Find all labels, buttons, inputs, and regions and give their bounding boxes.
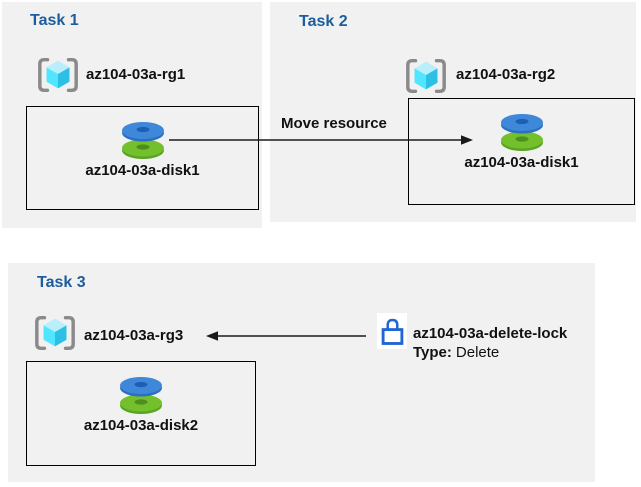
lock-icon-background <box>377 313 407 349</box>
lock-type-line: Type:Delete <box>413 344 499 361</box>
lock-type-value: Delete <box>455 344 500 361</box>
task3-resource-box: az104-03a-disk2 <box>26 361 256 466</box>
task2-disk-label: az104-03a-disk1 <box>464 154 579 171</box>
task1-panel <box>2 2 262 228</box>
move-resource-label: Move resource <box>281 115 387 132</box>
move-resource-arrow <box>169 135 473 145</box>
lock-arrow <box>206 331 366 341</box>
lock-icon <box>381 318 403 345</box>
resource-group-icon <box>38 57 78 93</box>
lock-name-label: az104-03a-delete-lock <box>413 325 568 342</box>
task1-resource-group-label: az104-03a-rg1 <box>86 66 186 83</box>
task2-panel <box>270 2 636 222</box>
disk-icon <box>500 114 543 151</box>
task3-disk-label: az104-03a-disk2 <box>83 417 199 434</box>
task3-title: Task 3 <box>37 274 86 291</box>
disk-icon <box>120 377 162 414</box>
task1-title: Task 1 <box>30 12 79 29</box>
task2-title: Task 2 <box>299 13 348 30</box>
task3-resource-group-label: az104-03a-rg3 <box>84 327 184 344</box>
task3-panel <box>8 263 595 482</box>
resource-group-icon <box>35 315 75 351</box>
task1-resource-box: az104-03a-disk1 <box>26 106 259 210</box>
disk-icon <box>121 122 164 159</box>
task2-resource-group-label: az104-03a-rg2 <box>456 66 556 83</box>
task2-resource-box: az104-03a-disk1 <box>408 98 635 205</box>
task1-disk-label: az104-03a-disk1 <box>85 162 200 179</box>
resource-group-icon <box>406 58 446 94</box>
lock-type-label: Type: <box>413 344 452 361</box>
